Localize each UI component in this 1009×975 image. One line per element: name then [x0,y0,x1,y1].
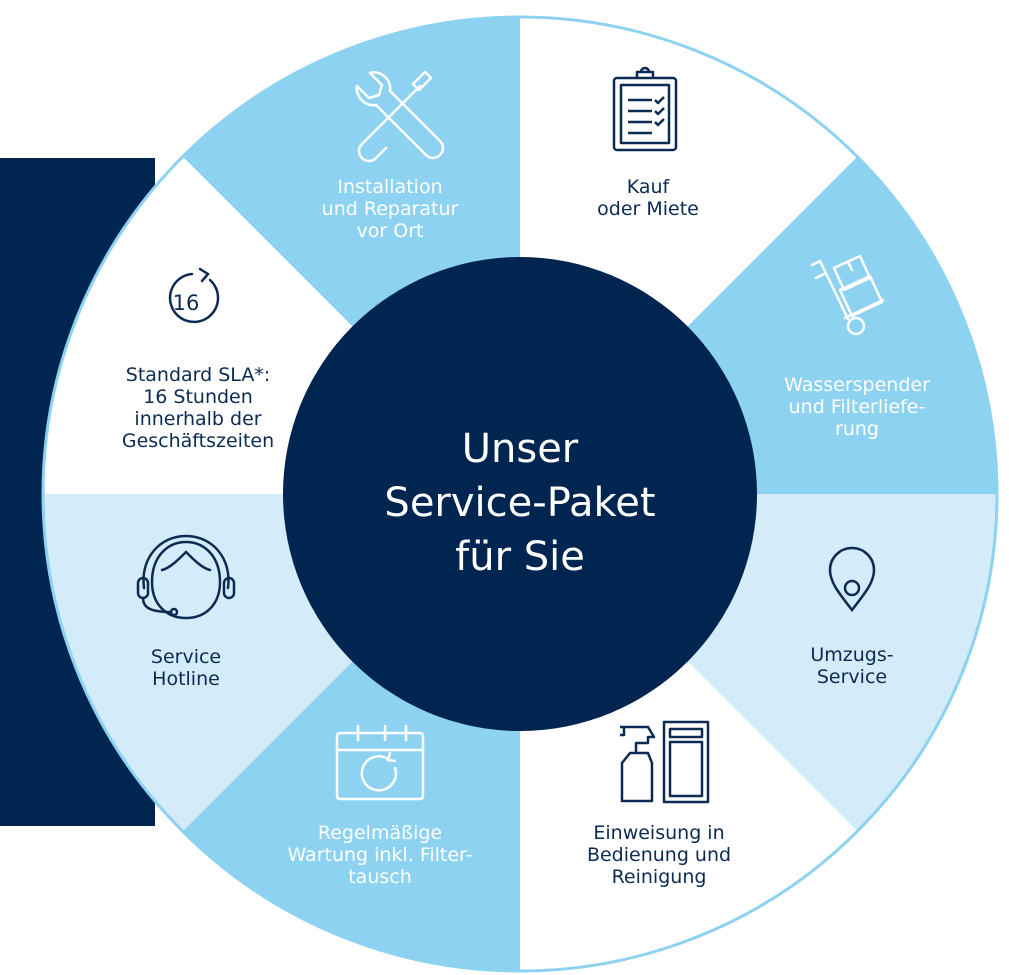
label-installation-line-3: vor Ort [356,220,424,242]
headset-icon [136,534,236,620]
label-sla-line-2: 16 Stunden [143,386,253,408]
label-sla-line-1: Standard SLA*: [125,364,271,386]
label-wartung-line-1: Regelmäßige [317,822,443,844]
label-wartung-line-2: Wartung inkl. Filter- [287,844,473,866]
center-circle [283,257,757,731]
clock-number: 16 [172,291,200,315]
label-umzug: Umzugs- Service [810,644,893,688]
location-pin-icon [828,546,876,613]
label-kauf-line-2: oder Miete [597,198,699,220]
label-umzug-line-1: Umzugs- [810,644,894,666]
label-sla-line-3: innerhalb der [134,408,262,430]
label-lieferung-line-1: Wasserspender [784,374,930,396]
wheel-outline [41,15,999,973]
label-hotline-line-1: Service [150,646,222,668]
center-title-line-3: für Sie [455,534,585,580]
center-title-line-2: Service-Paket [384,480,656,526]
label-lieferung: Wasserspender und Filterliefe- rung [784,374,930,440]
label-lieferung-line-3: rung [835,418,879,440]
center-title-line-1: Unser [461,426,579,472]
clock-16-icon [168,267,220,324]
label-kauf-line-1: Kauf [626,176,670,198]
label-kauf: Kauf oder Miete [597,176,699,220]
label-wartung-line-3: tausch [348,866,412,888]
label-installation-line-2: und Reparatur [321,198,459,220]
label-einweisung-line-1: Einweisung in [593,822,725,844]
label-hotline-line-2: Hotline [152,668,220,690]
label-installation-line-1: Installation [337,176,443,198]
cleaning-icon [620,720,710,804]
clipboard-icon [612,66,678,152]
label-hotline: Service Hotline [151,646,221,690]
center-title: Unser Service-Paket für Sie [384,422,655,584]
label-lieferung-line-2: und Filterliefe- [788,396,926,418]
label-einweisung-line-2: Bedienung und [586,844,732,866]
hand-truck-icon [810,254,885,336]
label-sla: Standard SLA*: 16 Stunden innerhalb der … [122,364,274,452]
calendar-refresh-icon [335,724,425,801]
label-wartung: Regelmäßige Wartung inkl. Filter- tausch [287,822,472,888]
tools-icon [355,70,445,163]
label-einweisung: Einweisung in Bedienung und Reinigung [587,822,731,888]
label-sla-line-4: Geschäftszeiten [121,430,275,452]
label-installation: Installation und Reparatur vor Ort [322,176,459,242]
label-einweisung-line-3: Reinigung [611,866,707,888]
label-umzug-line-2: Service [816,666,888,688]
